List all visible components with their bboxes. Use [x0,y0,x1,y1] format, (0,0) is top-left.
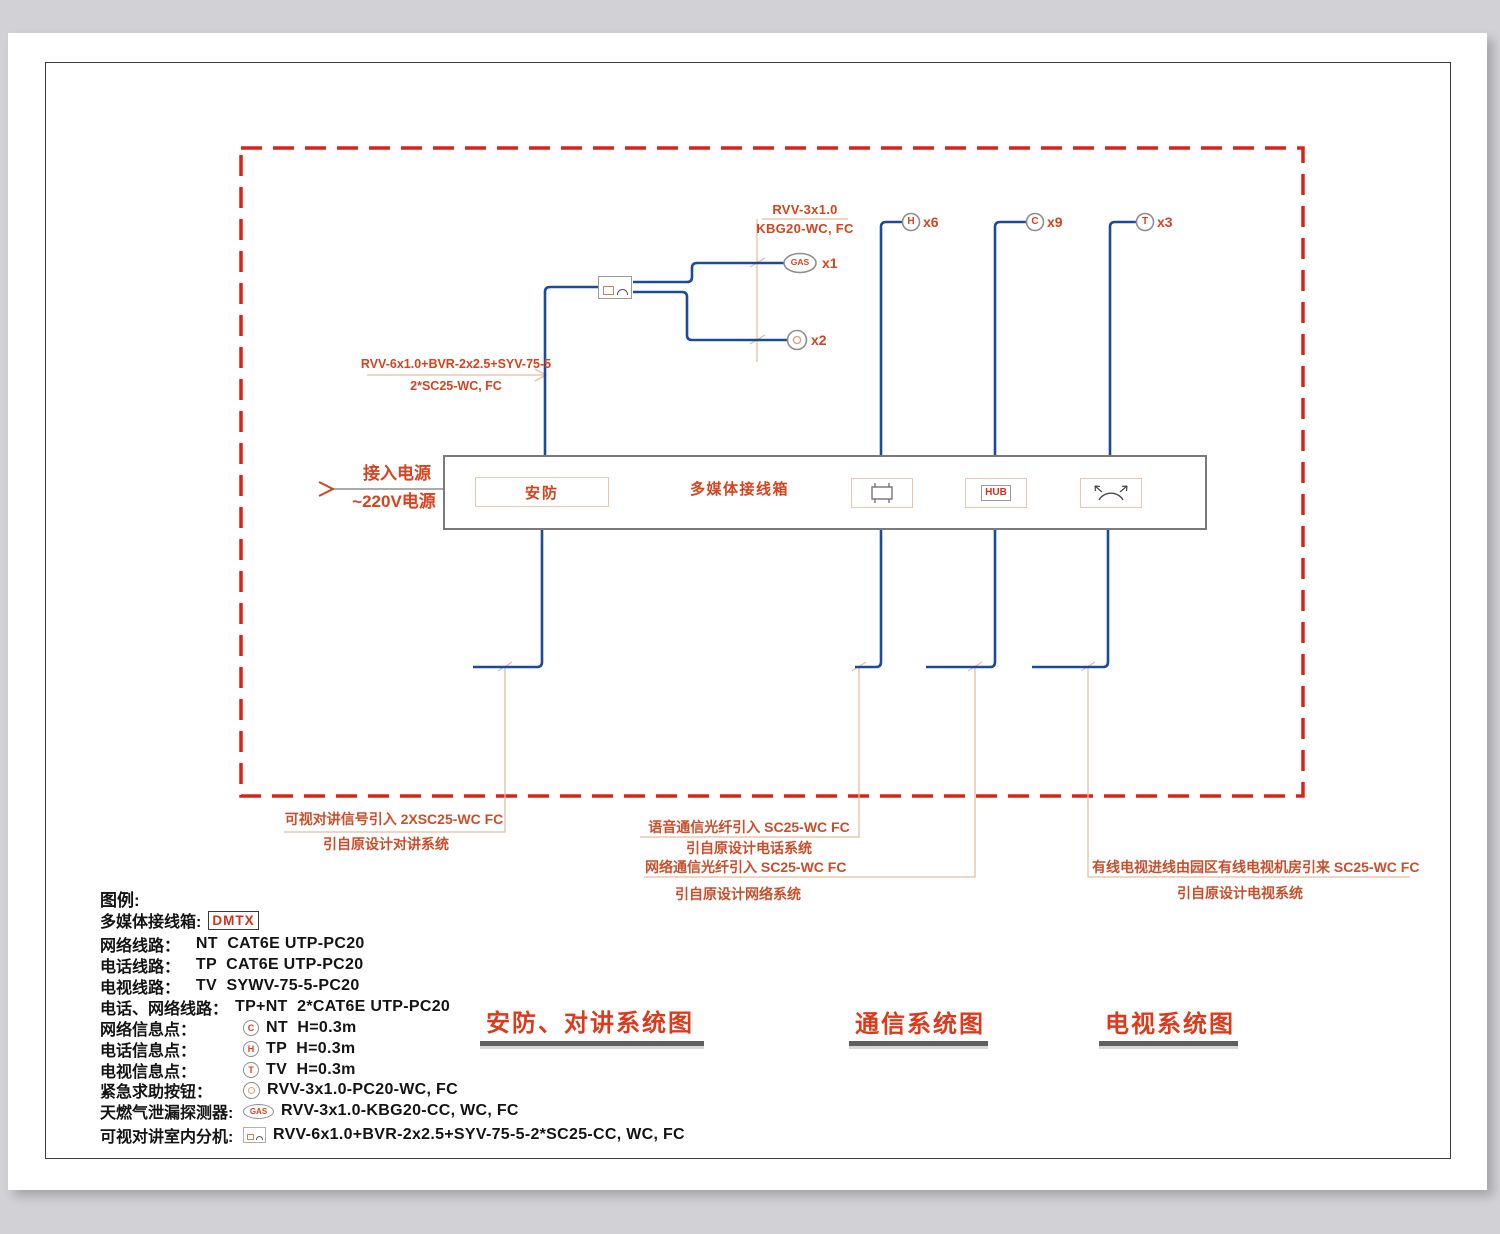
button-count: x2 [811,332,827,348]
legend-row-emergency-button: 紧急求助按钮： RVV-3x1.0-PC20-WC, FC [100,1078,458,1102]
phone-frame-box [851,478,913,508]
legend-label: 电话信息点： [100,1043,197,1060]
title-security-system: 安防、对讲系统图 [486,1010,694,1037]
left-cable-label-line1: RVV-6x1.0+BVR-2x2.5+SYV-75-5 [360,357,552,371]
annotation-intercom-line2: 引自原设计对讲系统 [323,836,449,852]
legend-row-tv-line: 电视线路： TV SYWV-75-5-PC20 [100,974,360,998]
security-module-label: 安防 [524,484,559,502]
legend-row-phone-point: 电话信息点： H TP H=0.3m [100,1037,355,1061]
legend-row-network-line: 网络线路： NT CAT6E UTP-PC20 [100,932,365,956]
tv-count: x3 [1157,214,1173,230]
annotation-network-line2: 引自原设计网络系统 [675,886,801,902]
tv-splitter-box [1080,478,1142,508]
legend-label: 紧急求助按钮： [100,1084,213,1101]
legend-heading: 图例: [100,891,140,910]
phone-frame-icon [871,483,893,503]
hub-box: HUB [965,478,1027,508]
power-label-line1: 接入电源 [363,464,431,483]
legend-desc: TV H=0.3m [266,1061,356,1078]
phone-symbol-text: H [907,216,915,228]
legend-label: 电话线路： [100,959,189,976]
legend-row-tv-point: 电视信息点： T TV H=0.3m [100,1058,356,1082]
legend-label: 可视对讲室内分机: [100,1129,234,1146]
intercom-unit-icon [243,1127,266,1143]
intercom-handset-icon [616,289,628,295]
legend-label: 电视线路： [100,980,189,997]
legend-label: 网络线路： [100,938,189,955]
legend-dmtx-label: 多媒体接线箱: [100,914,202,931]
drawing-frame [45,62,1451,1159]
legend-row-phone-line: 电话线路： TP CAT6E UTP-PC20 [100,953,363,977]
legend-desc: NT CAT6E UTP-PC20 [195,935,365,952]
annotation-intercom-line1: 可视对讲信号引入 2XSC25-WC FC [284,811,504,827]
annotation-network-line1: 网络通信光纤引入 SC25-WC FC [645,859,847,875]
legend-desc: RVV-3x1.0-PC20-WC, FC [267,1081,458,1098]
annotation-voice-line1: 语音通信光纤引入 SC25-WC FC [648,819,850,835]
legend-label: 电话、网络线路： [100,1001,229,1018]
intercom-screen-icon [602,286,614,295]
intercom-unit-symbol [598,276,632,299]
legend-desc: TP+NT 2*CAT6E UTP-PC20 [235,998,451,1015]
phone-count: x6 [923,214,939,230]
legend-row-dmtx: 多媒体接线箱: DMTX [100,908,259,932]
network-point-icon: C [243,1020,259,1036]
title-comm-system: 通信系统图 [855,1011,985,1038]
title-tv-system: 电视系统图 [1105,1011,1235,1038]
legend-row-intercom-unit: 可视对讲室内分机: RVV-6x1.0+BVR-2x2.5+SYV-75-5-2… [100,1123,685,1147]
top-cable-label-line2: KBG20-WC, FC [756,221,854,236]
top-cable-label-line1: RVV-3x1.0 [772,202,838,217]
left-cable-label-line2: 2*SC25-WC, FC [410,379,502,393]
legend-label: 天燃气泄漏探测器: [100,1105,234,1122]
emergency-button-icon [243,1081,260,1099]
tv-splitter-icon [1094,485,1128,501]
legend-desc: RVV-6x1.0+BVR-2x2.5+SYV-75-5-2*SC25-CC, … [273,1126,685,1143]
tv-point-icon: T [243,1062,259,1078]
hub-label: HUB [981,485,1011,501]
gas-detector-icon: GAS [243,1103,274,1119]
legend-desc: TV SYWV-75-5-PC20 [195,977,360,994]
annotation-catv-line2: 引自原设计电视系统 [1177,885,1303,901]
gas-symbol-text: GAS [790,256,810,267]
dmtx-box-icon: DMTX [208,910,259,930]
gas-count: x1 [822,255,838,271]
legend-row-gas-detector: 天燃气泄漏探测器: GAS RVV-3x1.0-KBG20-CC, WC, FC [100,1099,519,1123]
legend-label: 电视信息点： [100,1064,197,1081]
legend-desc: NT H=0.3m [266,1019,357,1036]
title-comm-underline [849,1041,988,1046]
legend-desc: RVV-3x1.0-KBG20-CC, WC, FC [281,1102,519,1119]
network-symbol-text: C [1031,216,1039,228]
junction-box: 安防 HUB [443,455,1207,530]
legend-desc: TP CAT6E UTP-PC20 [195,956,364,973]
junction-box-title: 多媒体接线箱 [690,481,790,498]
network-count: x9 [1047,214,1063,230]
phone-point-icon: H [243,1041,259,1057]
tv-symbol-text: T [1141,216,1149,228]
legend-label: 网络信息点： [100,1022,197,1039]
annotation-voice-line2: 引自原设计电话系统 [686,840,812,856]
legend-desc: TP H=0.3m [266,1040,356,1057]
annotation-catv-line1: 有线电视进线由园区有线电视机房引来 SC25-WC FC [1092,859,1420,875]
title-tv-underline [1099,1041,1238,1046]
power-label-line2: ~220V电源 [352,492,436,511]
title-security-underline [480,1041,704,1046]
legend-row-phone-network-line: 电话、网络线路： TP+NT 2*CAT6E UTP-PC20 [100,995,450,1019]
legend-row-network-point: 网络信息点： C NT H=0.3m [100,1016,357,1040]
security-module-box: 安防 [475,477,609,507]
